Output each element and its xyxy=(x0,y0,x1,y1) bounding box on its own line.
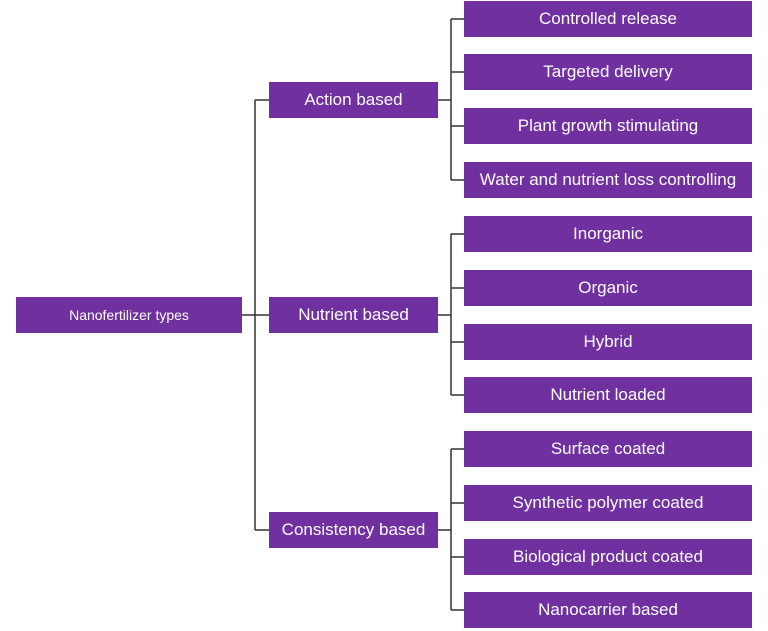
leaf-node-hybrid: Hybrid xyxy=(464,324,752,360)
group-node-nutrient-based: Nutrient based xyxy=(269,297,438,333)
group-node-consistency-based: Consistency based xyxy=(269,512,438,548)
leaf-node-controlled-release: Controlled release xyxy=(464,1,752,37)
leaf-node-organic: Organic xyxy=(464,270,752,306)
leaf-node-nutrient-loaded: Nutrient loaded xyxy=(464,377,752,413)
leaf-node-nanocarrier-based: Nanocarrier based xyxy=(464,592,752,628)
leaf-node-surface-coated: Surface coated xyxy=(464,431,752,467)
root-node: Nanofertilizer types xyxy=(16,297,242,333)
leaf-node-plant-growth-stimulating: Plant growth stimulating xyxy=(464,108,752,144)
leaf-node-synthetic-polymer-coated: Synthetic polymer coated xyxy=(464,485,752,521)
group-node-action-based: Action based xyxy=(269,82,438,118)
leaf-node-water-nutrient-loss: Water and nutrient loss controlling xyxy=(464,162,752,198)
leaf-node-biological-product-coated: Biological product coated xyxy=(464,539,752,575)
leaf-node-inorganic: Inorganic xyxy=(464,216,752,252)
leaf-node-targeted-delivery: Targeted delivery xyxy=(464,54,752,90)
